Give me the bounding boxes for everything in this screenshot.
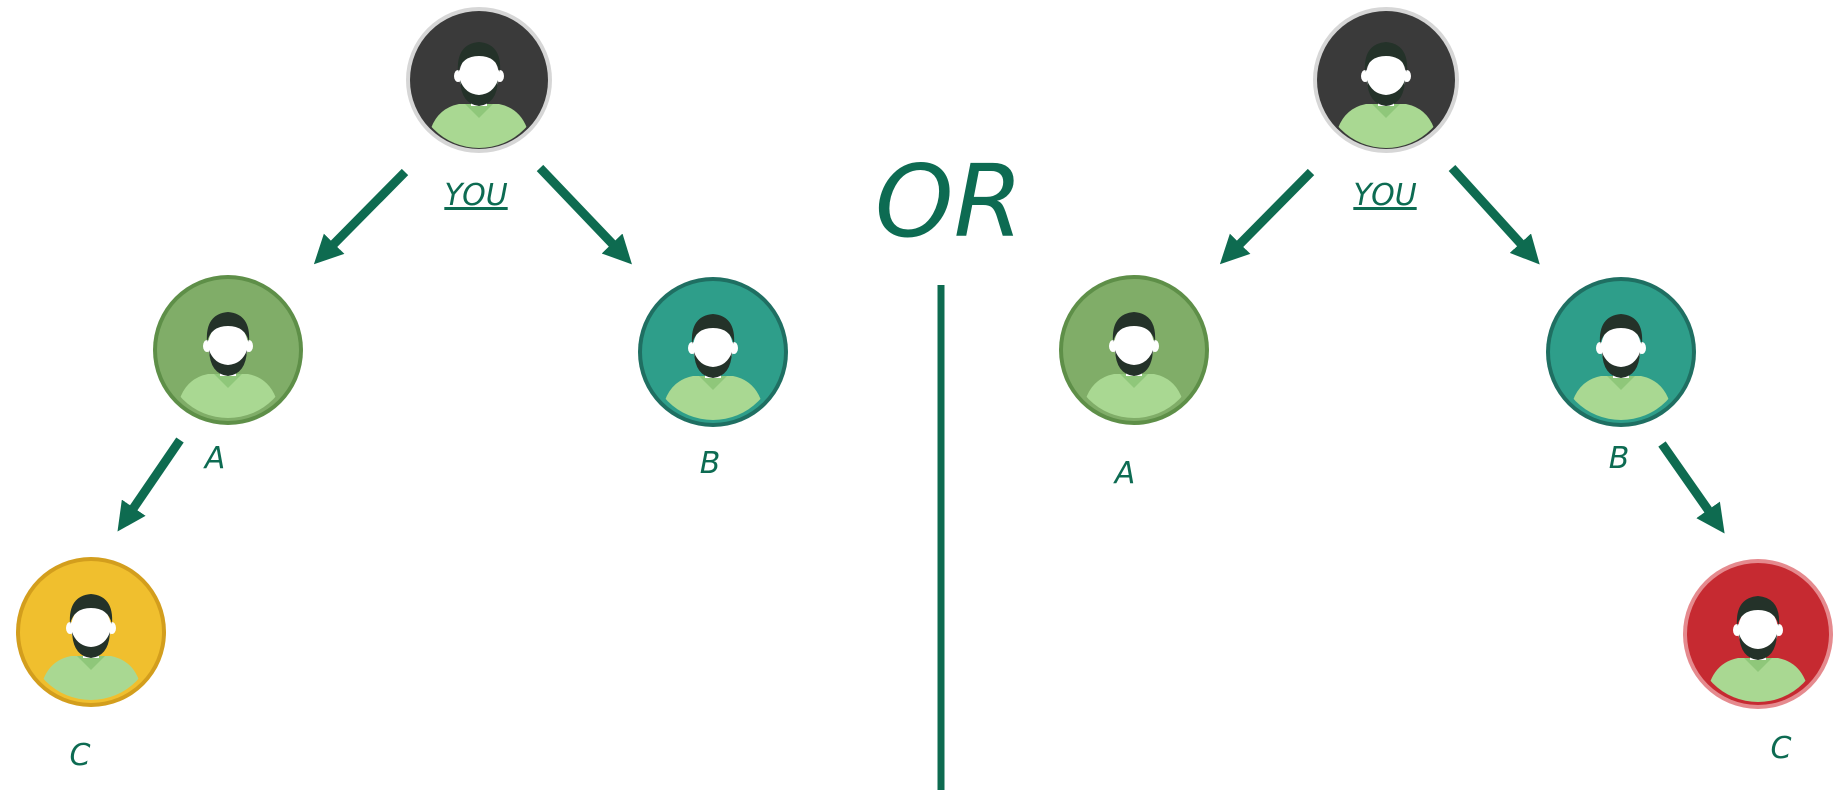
- left-tree: YOU A B C: [16, 7, 788, 773]
- avatar-c: [1683, 559, 1833, 709]
- label-you: YOU: [444, 178, 507, 213]
- arrow-you-to-a: [1219, 168, 1315, 265]
- or-label: OR: [875, 143, 1023, 260]
- avatar-b: [638, 277, 788, 427]
- label-c: C: [1771, 731, 1792, 766]
- label-b: B: [700, 446, 721, 481]
- label-a: A: [1113, 456, 1136, 491]
- arrow-you-to-b: [1448, 164, 1540, 265]
- label-c: C: [70, 738, 91, 773]
- right-tree: YOU A B C: [1059, 7, 1833, 766]
- arrow-you-to-b: [536, 164, 632, 265]
- avatar-c: [16, 557, 166, 707]
- arrow-a-to-c: [117, 437, 184, 532]
- avatar-you: [1313, 7, 1459, 153]
- label-you: YOU: [1353, 178, 1416, 213]
- arrow-b-to-c: [1658, 441, 1725, 534]
- avatar-a: [1059, 275, 1209, 425]
- avatar-you: [406, 7, 552, 153]
- avatar-a: [153, 275, 303, 425]
- label-b: B: [1609, 441, 1630, 476]
- label-a: A: [203, 441, 226, 476]
- arrow-you-to-a: [313, 168, 409, 265]
- avatar-b: [1546, 277, 1696, 427]
